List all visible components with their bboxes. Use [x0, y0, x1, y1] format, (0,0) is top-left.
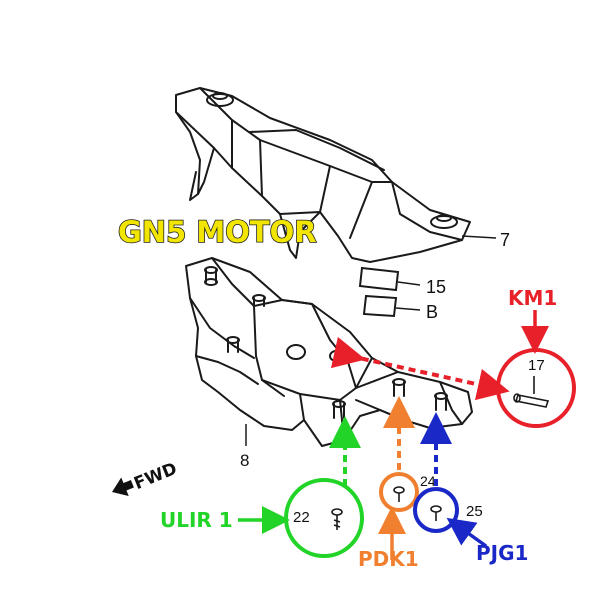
pin-17-icon [513, 376, 550, 408]
part-number-b: B [426, 302, 438, 322]
km1-dashed-link [330, 336, 510, 401]
part-number-15: 15 [426, 277, 446, 297]
part-number-8: 8 [240, 451, 249, 470]
part-number-22: 22 [293, 509, 310, 526]
screw-22-icon [331, 508, 343, 530]
pjg-arrow [446, 517, 488, 548]
pdk-label: PDK1 [358, 547, 419, 571]
brand-label: GN5 MOTOR [118, 215, 317, 249]
fwd-arrow-icon: FWD [112, 459, 180, 497]
rubber-pad-b [362, 294, 421, 318]
part-number-25: 25 [466, 503, 483, 520]
bolt-24-icon [393, 486, 405, 502]
part-number-24: 24 [420, 473, 436, 489]
pjg-circle [413, 487, 459, 533]
part-number-7: 7 [500, 230, 510, 250]
fwd-label: FWD [131, 459, 180, 494]
leader-7 [461, 235, 497, 239]
rubber-pad-15 [358, 266, 421, 292]
upper-handle-cover [175, 87, 471, 263]
pdk-circle [379, 472, 419, 512]
km1-label: KM1 [508, 286, 557, 310]
pjg-label: PJG1 [476, 541, 528, 565]
bolt-25-icon [430, 505, 442, 521]
ulir-label: ULIR 1 [160, 508, 233, 532]
part-number-17: 17 [528, 357, 545, 374]
